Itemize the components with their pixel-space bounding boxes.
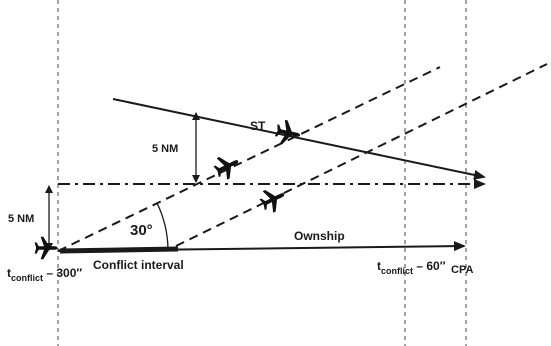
conflict-interval-bar: [59, 246, 179, 254]
st-label: ST: [250, 119, 266, 133]
five-nm-label-top: 5 NM: [152, 143, 178, 155]
airplane-icon: [273, 118, 303, 148]
airplane-icon: [34, 236, 58, 260]
t-conflict-minus-60-label: tconflict – 60″: [377, 259, 446, 276]
five-nm-label-left: 5 NM: [8, 213, 34, 225]
t-conflict-minus-300-label: tconflict – 300″: [7, 266, 82, 283]
ownship-label: Ownship: [294, 229, 345, 243]
intruder-path-dashed-2: [175, 63, 548, 247]
conflict-interval-label: Conflict interval: [93, 258, 184, 272]
airplane-icon: [256, 183, 290, 216]
st-track-line: [112, 98, 486, 180]
airplane-icon: [210, 150, 244, 183]
intruder-path-dashed-1: [57, 66, 441, 252]
cpa-label: CPA: [451, 264, 473, 276]
angle-arc: [156, 202, 169, 250]
angle-label: 30°: [130, 222, 153, 239]
